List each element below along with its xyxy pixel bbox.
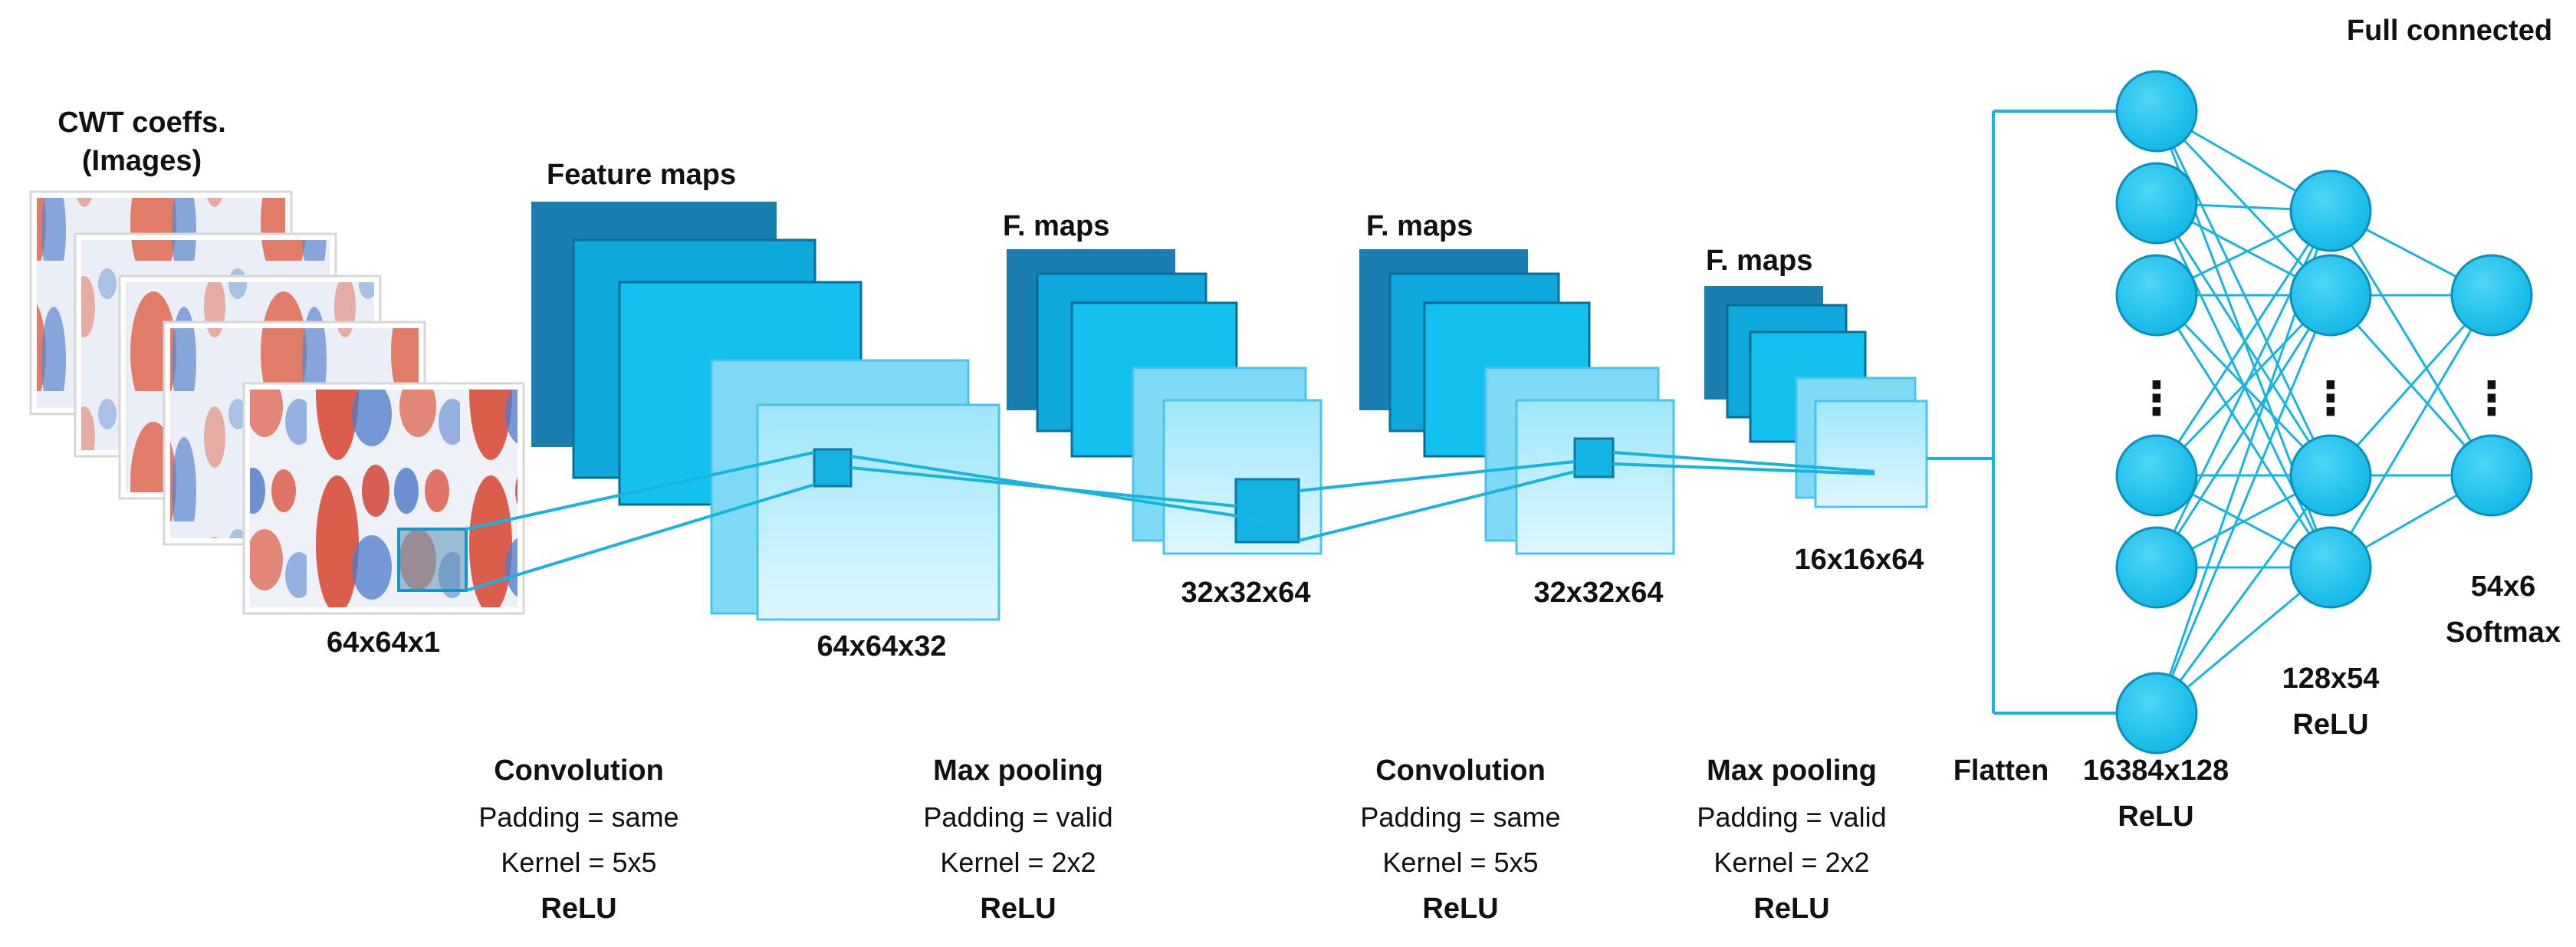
fc-edge (2155, 110, 2332, 476)
fc-layer1-activation: ReLU (2118, 801, 2193, 833)
op-line2: Kernel = 5x5 (1382, 847, 1538, 878)
fc-edge (2329, 210, 2493, 476)
feature-maps-stage-3: F. maps 32x32x64 (1359, 210, 1675, 609)
fc-neuron-layer-1 (2115, 672, 2198, 755)
op-line2: Kernel = 2x2 (1714, 847, 1869, 878)
fc-layer1-ellipsis: ⋮ (2134, 373, 2180, 424)
input-title-line2: (Images) (82, 145, 202, 177)
fc-edge (2155, 210, 2332, 476)
fc-neuron-layer-2 (2289, 254, 2372, 337)
flatten-bracket (1992, 110, 2122, 715)
operation-conv-2: Convolution Padding = same Kernel = 5x5 … (1360, 755, 1560, 925)
flatten-label: Flatten (1953, 755, 2049, 787)
feature-maps-stage-2: F. maps 32x32x64 (1003, 210, 1322, 609)
input-title-line1: CWT coeffs. (58, 107, 226, 139)
fc-layer1-size: 16384x128 (2083, 755, 2229, 787)
fc-neuron-layer-2 (2289, 434, 2372, 517)
fc-layer2-activation: ReLU (2292, 709, 2368, 741)
feature-maps-label-3: F. maps (1366, 210, 1473, 242)
stage1-kernel-window (813, 448, 853, 488)
feature-maps-size-3: 32x32x64 (1533, 577, 1663, 609)
fc-edge (2155, 110, 2332, 297)
fc-layer3-ellipsis: ⋮ (2469, 373, 2515, 424)
op-activation: ReLU (1422, 893, 1498, 925)
feature-maps-size-2: 32x32x64 (1181, 577, 1310, 609)
fc-layer3-size: 54x6 (2471, 571, 2536, 603)
projection-lines (465, 451, 1993, 592)
fc-neuron-layer-3 (2450, 254, 2533, 337)
fc-layer2-size: 128x54 (2282, 663, 2380, 695)
fc-neuron-layer-1 (2115, 254, 2198, 337)
fc-neuron-layer-2 (2289, 169, 2372, 252)
fc-neuron-layer-3 (2450, 434, 2533, 517)
fc-neuron-layer-1 (2115, 162, 2198, 245)
fc-edge (2155, 475, 2332, 714)
op-activation: ReLU (980, 893, 1056, 925)
fc-nodes (2115, 70, 2533, 755)
fully-connected-network: Full connected ⋮ ⋮ ⋮ (2115, 15, 2552, 755)
input-image-5 (242, 382, 525, 615)
op-title: Max pooling (933, 755, 1103, 787)
feature-maps-size-1: 64x64x32 (816, 630, 946, 663)
feature-maps-label-1: Feature maps (547, 159, 736, 191)
stage2-pool-window (1234, 478, 1300, 544)
operation-pool-2: Max pooling Padding = valid Kernel = 2x2… (1697, 755, 1886, 925)
feature-maps-stage-4: F. maps 16x16x64 (1704, 245, 1928, 576)
op-title: Convolution (1375, 755, 1546, 787)
op-title: Max pooling (1707, 755, 1877, 787)
op-line2: Kernel = 2x2 (940, 847, 1096, 878)
fc-edge (2155, 294, 2332, 714)
input-size-label: 64x64x1 (327, 626, 440, 659)
fc-layer2-ellipsis: ⋮ (2308, 373, 2354, 424)
op-line1: Padding = valid (923, 801, 1112, 833)
fc-edge (2155, 202, 2332, 476)
feature-maps-size-4: 16x16x64 (1794, 544, 1924, 576)
fc-neuron-layer-1 (2115, 70, 2198, 153)
feature-maps-label-2: F. maps (1003, 210, 1109, 242)
op-line1: Padding = same (1360, 801, 1560, 833)
input-kernel-window (397, 528, 468, 592)
operation-labels: Convolution Padding = same Kernel = 5x5 … (478, 571, 2561, 925)
fc-edge (2155, 294, 2332, 477)
fc-neuron-layer-1 (2115, 434, 2198, 517)
stage3-kernel-window (1573, 437, 1615, 478)
op-activation: ReLU (1753, 893, 1829, 925)
op-line1: Padding = same (478, 801, 678, 833)
operation-pool-1: Max pooling Padding = valid Kernel = 2x2… (923, 755, 1112, 925)
operation-conv-1: Convolution Padding = same Kernel = 5x5 … (478, 755, 678, 925)
op-activation: ReLU (540, 893, 616, 925)
op-line2: Kernel = 5x5 (501, 847, 656, 878)
fc-edge (2155, 294, 2332, 568)
feature-maps-label-4: F. maps (1706, 245, 1812, 277)
op-title: Convolution (494, 755, 664, 787)
fc-neuron-layer-2 (2289, 526, 2372, 609)
op-line1: Padding = valid (1697, 801, 1886, 833)
feature-maps-stage-1: Feature maps 64x64x32 (531, 159, 1001, 663)
input-image-stack: CWT coeffs. (Images) 64x64x1 (29, 107, 525, 659)
fc-layer3-activation: Softmax (2446, 617, 2561, 649)
fc-edge (2329, 294, 2493, 568)
fc-neuron-layer-1 (2115, 526, 2198, 609)
fc-title: Full connected (2347, 15, 2552, 47)
